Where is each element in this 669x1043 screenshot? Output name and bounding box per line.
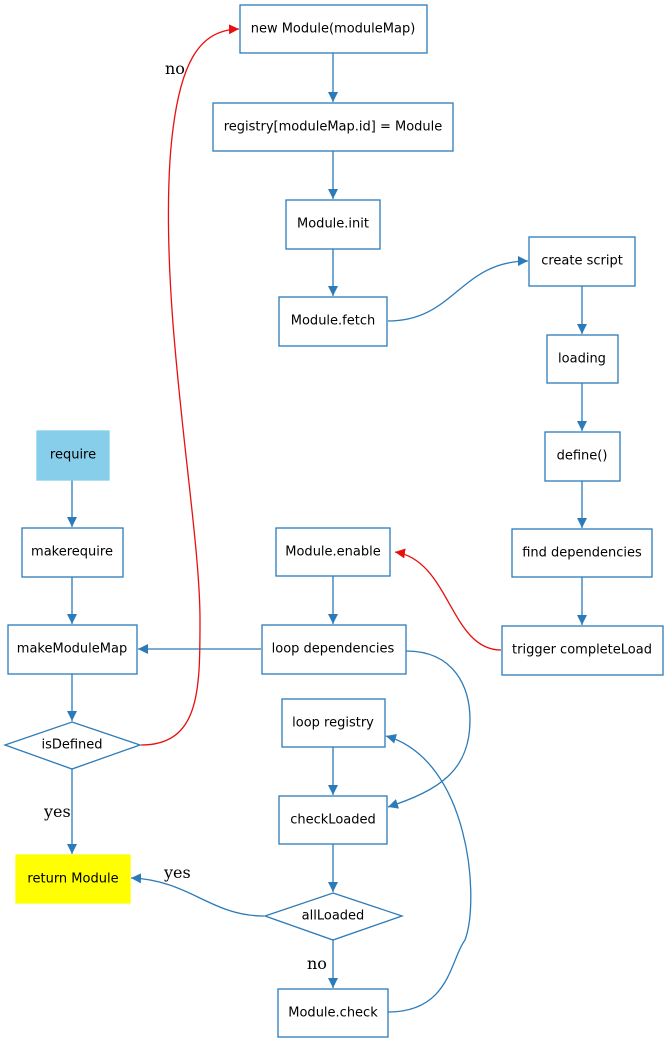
node-makerequire — [21, 527, 124, 578]
node-module-fetch-label: Module.fetch — [291, 314, 375, 329]
node-require — [36, 430, 110, 481]
label-isdefined-no: no — [165, 59, 185, 78]
edge-check-to-loop-registry — [385, 733, 472, 1013]
node-define — [544, 431, 621, 482]
node-all-loaded — [263, 892, 405, 941]
node-create-script — [528, 236, 636, 287]
node-loading — [546, 334, 619, 384]
node-registry-label: registry[moduleMap.id] = Module — [224, 120, 443, 135]
node-require-label: require — [50, 448, 96, 463]
node-check-loaded-label: checkLoaded — [290, 813, 376, 828]
node-make-module-map-label: makeModuleMap — [17, 642, 127, 657]
edge-allloaded-yes-to-return — [130, 873, 265, 917]
node-new-module — [239, 4, 428, 54]
node-loop-dependencies — [261, 624, 407, 675]
edge-isdefined-no-to-new-module — [140, 24, 240, 746]
node-loop-dependencies-label: loop dependencies — [272, 642, 395, 657]
node-module-init-label: Module.init — [297, 217, 369, 232]
node-loading-label: loading — [558, 352, 606, 367]
node-trigger-complete-load — [501, 625, 664, 676]
node-make-module-map — [7, 624, 138, 675]
node-return-module — [15, 854, 131, 904]
node-new-module-label: new Module(moduleMap) — [251, 22, 416, 37]
node-find-dependencies-label: find dependencies — [522, 546, 642, 561]
node-is-defined — [3, 721, 142, 770]
node-check-loaded — [278, 795, 388, 845]
node-makerequire-label: makerequire — [31, 545, 113, 560]
node-module-check — [277, 988, 389, 1038]
node-is-defined-label: isDefined — [41, 738, 102, 753]
edge-trigger-to-enable — [394, 548, 502, 651]
node-trigger-complete-load-label: trigger completeLoad — [512, 643, 652, 658]
node-module-enable — [275, 527, 391, 577]
node-all-loaded-label: allLoaded — [302, 909, 365, 924]
node-registry — [212, 102, 454, 152]
node-return-module-label: return Module — [27, 872, 118, 887]
node-loop-registry-label: loop registry — [292, 716, 374, 731]
label-allloaded-yes: yes — [163, 863, 191, 882]
node-module-init — [285, 199, 381, 250]
node-define-label: define() — [557, 449, 608, 464]
node-create-script-label: create script — [541, 254, 623, 269]
edge-fetch-to-create-script — [387, 256, 529, 322]
label-isdefined-yes: yes — [43, 802, 71, 821]
node-module-check-label: Module.check — [288, 1006, 378, 1021]
node-find-dependencies — [511, 528, 653, 578]
edge-loop-deps-to-checkloaded — [387, 650, 471, 809]
node-loop-registry — [281, 698, 386, 748]
node-module-fetch — [278, 296, 388, 347]
label-allloaded-no: no — [307, 954, 327, 973]
node-module-enable-label: Module.enable — [285, 545, 380, 560]
